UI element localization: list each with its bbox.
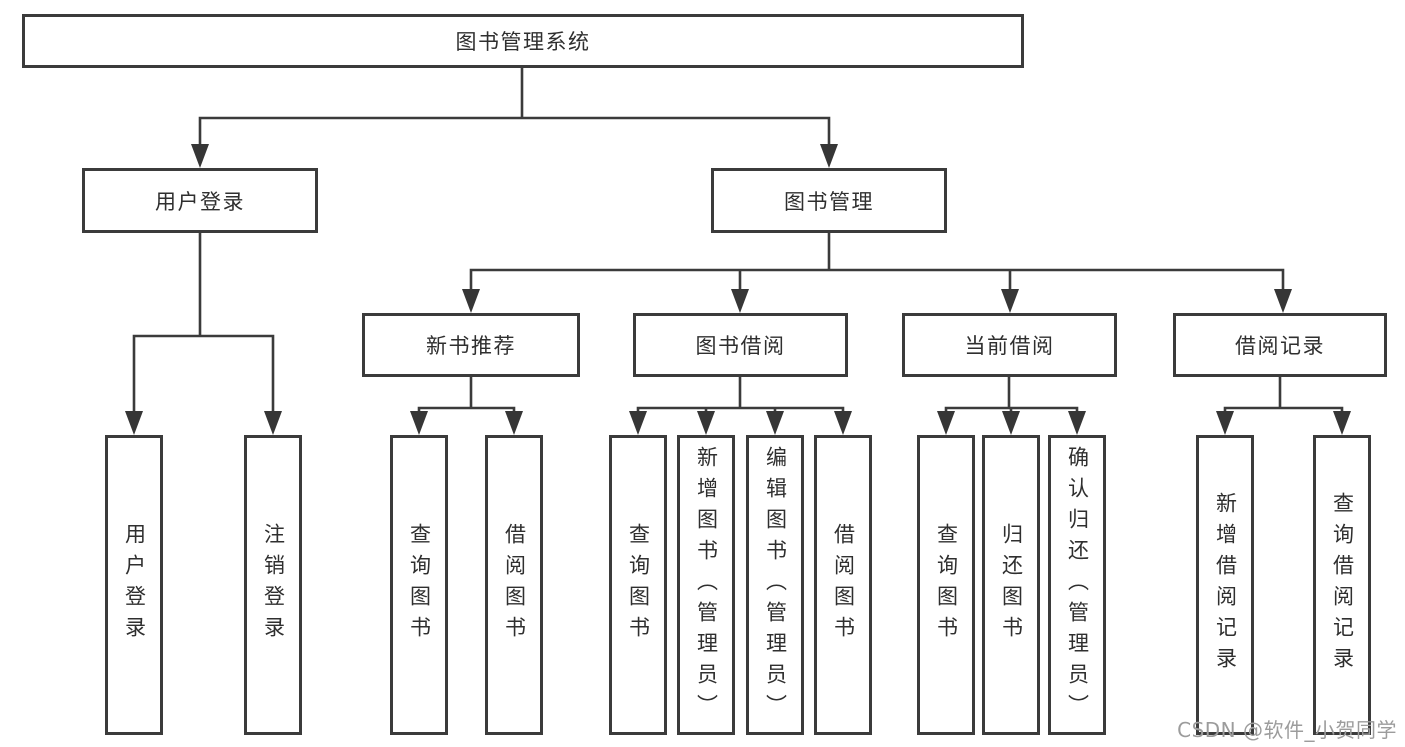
node-label: 查询图书 <box>407 523 432 647</box>
node-logout-leaf: 注销登录 <box>244 435 302 735</box>
node-label: 确认归还（管理员） <box>1065 445 1090 725</box>
csdn-watermark: CSDN @软件_小贺同学 <box>1177 718 1397 742</box>
node-label: 借阅图书 <box>831 523 856 647</box>
node-borrow-books-recommend: 借阅图书 <box>485 435 543 735</box>
node-query-books-borrow: 查询图书 <box>609 435 667 735</box>
node-query-books-recommend: 查询图书 <box>390 435 448 735</box>
node-label: 用户登录 <box>155 189 245 214</box>
node-label: 图书管理 <box>784 189 874 214</box>
node-label: 图书借阅 <box>695 334 786 358</box>
node-borrow-books-leaf: 借阅图书 <box>814 435 872 735</box>
node-root: 图书管理系统 <box>22 14 1024 68</box>
node-query-books-current: 查询图书 <box>917 435 975 735</box>
node-label: 归还图书 <box>999 523 1024 647</box>
node-label: 编辑图书（管理员） <box>763 445 788 725</box>
node-return-books: 归还图书 <box>982 435 1040 735</box>
node-label: 当前借阅 <box>964 334 1055 358</box>
node-current-borrow: 当前借阅 <box>902 313 1117 377</box>
node-edit-books-admin: 编辑图书（管理员） <box>746 435 804 735</box>
node-label: 图书管理系统 <box>455 30 591 54</box>
node-label: 查询图书 <box>626 523 651 647</box>
node-new-book-recommend: 新书推荐 <box>362 313 580 377</box>
node-query-borrow-record: 查询借阅记录 <box>1313 435 1371 735</box>
node-label: 用户登录 <box>122 523 147 647</box>
node-label: 借阅记录 <box>1235 334 1325 358</box>
node-add-books-admin: 新增图书（管理员） <box>677 435 735 735</box>
node-label: 注销登录 <box>261 523 286 647</box>
node-user-login: 用户登录 <box>82 168 318 233</box>
node-book-borrow: 图书借阅 <box>633 313 848 377</box>
node-confirm-return-admin: 确认归还（管理员） <box>1048 435 1106 735</box>
node-label: 新增借阅记录 <box>1213 492 1238 678</box>
node-label: 查询借阅记录 <box>1330 492 1355 678</box>
node-label: 查询图书 <box>934 523 959 647</box>
node-label: 借阅图书 <box>502 523 527 647</box>
node-borrow-records: 借阅记录 <box>1173 313 1387 377</box>
node-user-login-leaf: 用户登录 <box>105 435 163 735</box>
node-book-management: 图书管理 <box>711 168 947 233</box>
node-add-borrow-record: 新增借阅记录 <box>1196 435 1254 735</box>
node-label: 新书推荐 <box>426 334 516 358</box>
node-label: 新增图书（管理员） <box>694 445 719 725</box>
arrowheads <box>125 144 1351 435</box>
